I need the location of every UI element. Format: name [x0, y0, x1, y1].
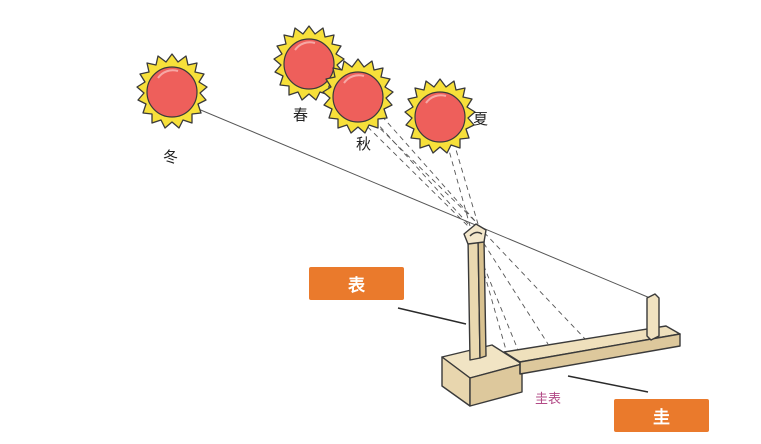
base-block-side: [469, 363, 523, 407]
gnomon-tag: 表: [309, 267, 404, 300]
gnomon-leader-line: [397, 307, 467, 325]
device-name-label: 圭表: [535, 392, 562, 407]
scale-leader-line: [567, 375, 649, 393]
gnomon-pole-side: [477, 235, 487, 359]
gnomon-top-cap: [463, 223, 487, 245]
winter-ray: [171, 97, 651, 299]
shadow-ray-2: [473, 227, 549, 345]
season-label-winter: 冬: [163, 148, 179, 166]
season-label-spring: 春: [293, 106, 309, 124]
scale-tag: 圭: [614, 399, 709, 432]
season-label-summer: 夏: [473, 110, 489, 128]
guibiao-device: [441, 223, 681, 407]
season-label-autumn: 秋: [356, 135, 372, 153]
sun-winter-icon: [136, 53, 208, 129]
sun-autumn-icon: [322, 58, 394, 134]
shadow-ray-1: [477, 225, 589, 343]
sun-summer-icon: [404, 78, 476, 154]
scale-end-post: [646, 293, 660, 341]
